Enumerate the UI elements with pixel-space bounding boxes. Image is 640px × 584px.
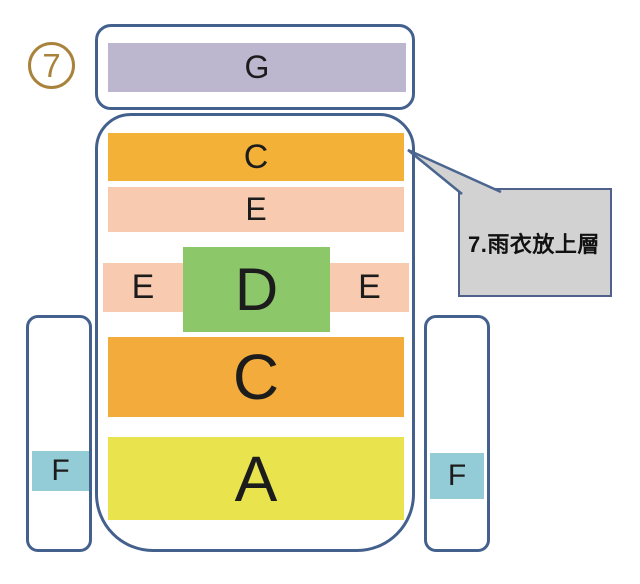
compartment-a-bottom: A <box>108 437 404 520</box>
compartment-e-upper: E <box>108 187 404 232</box>
backpack-lid-outline: G <box>95 24 415 110</box>
compartment-c-lower: C <box>108 337 404 417</box>
raincoat-note-text: 7.雨衣放上層 <box>468 231 600 257</box>
raincoat-note-callout: 7.雨衣放上層 <box>458 188 612 297</box>
compartment-c-top: C <box>108 133 404 181</box>
compartment-f-right: F <box>430 453 484 499</box>
compartment-e-middle-right-label: E <box>358 268 381 306</box>
compartment-e-middle-left-label: E <box>131 268 155 306</box>
step-number-badge: 7 <box>28 42 75 89</box>
left-side-pocket-outline: F <box>26 315 92 552</box>
compartment-d: D <box>183 247 330 332</box>
compartment-g: G <box>108 43 406 92</box>
backpack-body-outline: C E E E D C A <box>95 113 415 552</box>
compartment-f-left: F <box>32 451 89 491</box>
right-side-pocket-outline: F <box>424 315 490 552</box>
